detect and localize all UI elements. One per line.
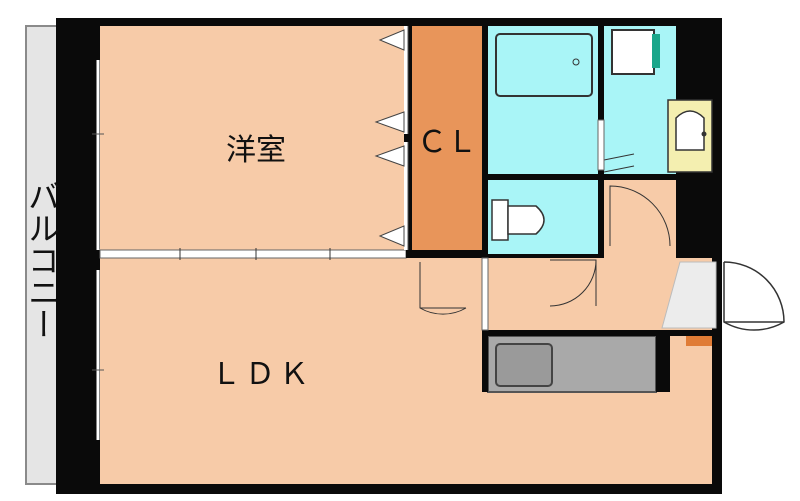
balcony-area [25, 25, 59, 485]
closet-louver [378, 225, 405, 247]
toilet-bowl [507, 205, 545, 235]
wall-closet-right [482, 26, 488, 258]
washroom-door [603, 165, 635, 173]
western-room-floor [100, 26, 406, 254]
kitchen-sink [495, 343, 553, 387]
door-swing-hallway [609, 185, 671, 247]
kitchen-side-wall [482, 330, 488, 392]
wall-closet-bottom [406, 250, 488, 258]
toilet-tank [491, 199, 509, 241]
kitchen-end-wall [656, 330, 670, 392]
washroom-door [603, 153, 635, 161]
washroom-door-jamb [597, 119, 605, 171]
balcony-label: バルコニー [23, 180, 61, 340]
wall-lower-right [712, 330, 722, 484]
closet-louver [374, 111, 405, 133]
hallway-floor [604, 180, 676, 260]
closet-louver [374, 145, 405, 167]
wash-basin-bowl [675, 110, 705, 151]
closet-louver [378, 29, 405, 51]
closet-handle [404, 134, 412, 142]
kitchen-back-wall [482, 330, 712, 336]
ldk-label: ＬＤＫ [211, 357, 313, 392]
entrance-floor [661, 261, 717, 329]
western-room-label: 洋室 [226, 133, 286, 168]
wall-bath-bottom [488, 174, 676, 180]
wash-basin-drain [701, 131, 707, 137]
closet-floor [412, 26, 482, 250]
wall-room-divider [99, 249, 407, 259]
hallway-lower-floor [488, 258, 678, 328]
bathtub-drain [572, 58, 580, 66]
bathtub [495, 33, 593, 97]
entrance-door-swing [723, 261, 785, 331]
washing-machine [611, 29, 655, 75]
washing-machine-tap [652, 34, 660, 68]
closet-label: ＣＬ [417, 125, 477, 160]
ldk-door-jamb [481, 257, 489, 331]
